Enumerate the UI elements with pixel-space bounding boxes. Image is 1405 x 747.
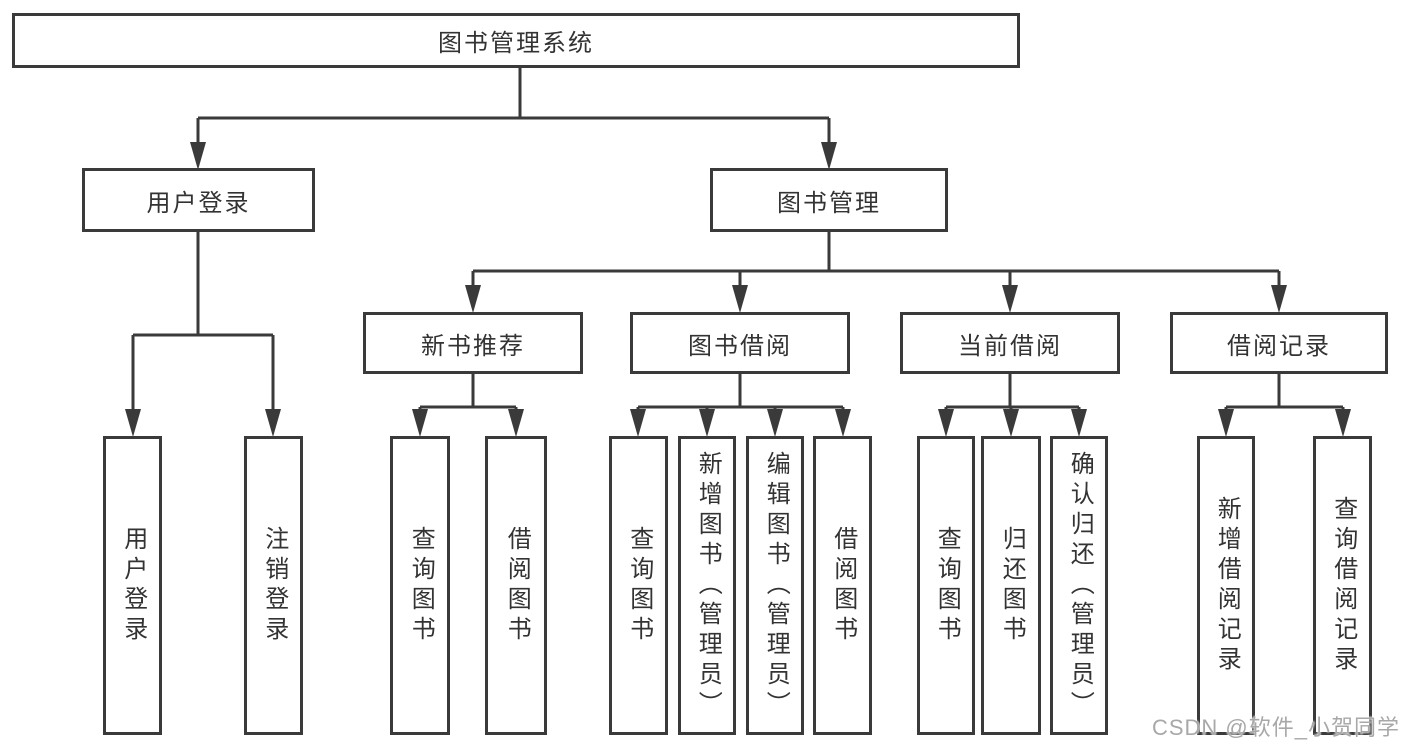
node-label: 查询借阅记录 bbox=[1329, 495, 1357, 676]
arrowhead bbox=[630, 409, 646, 437]
connector-line bbox=[196, 68, 831, 148]
node-label: 借阅记录 bbox=[1227, 332, 1331, 360]
leaf-current-query-books: 查询图书 bbox=[917, 436, 975, 735]
node-label: 新增借阅记录 bbox=[1213, 495, 1241, 676]
arrowhead bbox=[465, 285, 481, 313]
arrowhead bbox=[938, 409, 954, 437]
connector-line bbox=[1224, 374, 1345, 412]
connector-line bbox=[418, 374, 518, 412]
leaf-user-login: 用户登录 bbox=[103, 436, 162, 735]
connector-borrowing-records-to-children bbox=[1218, 374, 1351, 437]
node-label: 确认归还（管理员） bbox=[1066, 450, 1094, 721]
node-label: 新增图书（管理员） bbox=[694, 450, 722, 721]
leaf-borrowing-borrow-books: 借阅图书 bbox=[813, 436, 872, 735]
node-label: 用户登录 bbox=[146, 189, 251, 217]
arrowhead bbox=[1218, 409, 1234, 437]
leaf-borrowing-query-books: 查询图书 bbox=[609, 436, 668, 735]
connector-book-borrowing-to-children bbox=[630, 374, 851, 437]
connector-book-management-to-level3 bbox=[465, 232, 1287, 313]
leaf-newrec-query-books: 查询图书 bbox=[390, 436, 450, 735]
node-user-login: 用户登录 bbox=[82, 168, 315, 232]
arrowhead bbox=[699, 409, 715, 437]
leaf-newrec-borrow-books: 借阅图书 bbox=[485, 436, 547, 735]
leaf-borrowing-add-books-admin: 新增图书（管理员） bbox=[678, 436, 736, 735]
arrowhead bbox=[1335, 409, 1351, 437]
node-new-book-recommendation: 新书推荐 bbox=[363, 312, 583, 374]
node-label: 归还图书 bbox=[998, 525, 1026, 646]
leaf-logout: 注销登录 bbox=[244, 436, 303, 735]
connector-user-login-to-children bbox=[125, 232, 281, 437]
node-label: 借阅图书 bbox=[829, 525, 857, 646]
arrowhead bbox=[265, 409, 281, 437]
arrowhead bbox=[821, 142, 837, 170]
node-label: 查询图书 bbox=[407, 525, 435, 646]
arrowhead bbox=[508, 409, 524, 437]
connector-new-book-to-children bbox=[412, 374, 524, 437]
arrowhead bbox=[1003, 409, 1019, 437]
node-book-management: 图书管理 bbox=[710, 168, 948, 232]
node-label: 编辑图书（管理员） bbox=[762, 450, 790, 721]
watermark: CSDN @软件_小贺同学 bbox=[1151, 715, 1400, 740]
connector-root-to-level2 bbox=[190, 68, 837, 170]
leaf-borrowing-edit-books-admin: 编辑图书（管理员） bbox=[746, 436, 804, 735]
arrowhead bbox=[835, 409, 851, 437]
leaf-current-return-books: 归还图书 bbox=[981, 436, 1041, 735]
connector-line bbox=[944, 374, 1081, 412]
arrowhead bbox=[412, 409, 428, 437]
node-label: 图书管理系统 bbox=[438, 30, 594, 57]
arrowhead bbox=[1002, 285, 1018, 313]
arrowhead bbox=[1271, 285, 1287, 313]
connector-line bbox=[636, 374, 845, 412]
connector-line bbox=[471, 232, 1281, 288]
arrowhead bbox=[190, 142, 206, 170]
arrowhead bbox=[125, 409, 141, 437]
node-label: 当前借阅 bbox=[958, 332, 1062, 360]
node-label: 图书借阅 bbox=[688, 332, 792, 360]
arrowhead bbox=[1071, 409, 1087, 437]
arrowhead bbox=[732, 285, 748, 313]
leaf-records-add-borrow-record: 新增借阅记录 bbox=[1197, 436, 1255, 735]
node-borrowing-records: 借阅记录 bbox=[1170, 312, 1388, 374]
node-label: 注销登录 bbox=[260, 525, 288, 646]
node-label: 图书管理 bbox=[777, 189, 881, 217]
node-label: 查询图书 bbox=[933, 525, 961, 646]
node-label: 用户登录 bbox=[119, 525, 147, 646]
node-label: 新书推荐 bbox=[421, 332, 525, 360]
connector-line bbox=[131, 232, 275, 412]
node-current-borrowing: 当前借阅 bbox=[900, 312, 1120, 374]
leaf-records-query-borrow-record: 查询借阅记录 bbox=[1313, 436, 1372, 735]
leaf-current-confirm-return-admin: 确认归还（管理员） bbox=[1050, 436, 1108, 735]
node-book-management-system: 图书管理系统 bbox=[12, 13, 1020, 68]
node-label: 查询图书 bbox=[625, 525, 653, 646]
node-label: 借阅图书 bbox=[503, 525, 531, 646]
node-book-borrowing: 图书借阅 bbox=[630, 312, 850, 374]
connector-current-borrowing-to-children bbox=[938, 374, 1087, 437]
arrowhead bbox=[767, 409, 783, 437]
